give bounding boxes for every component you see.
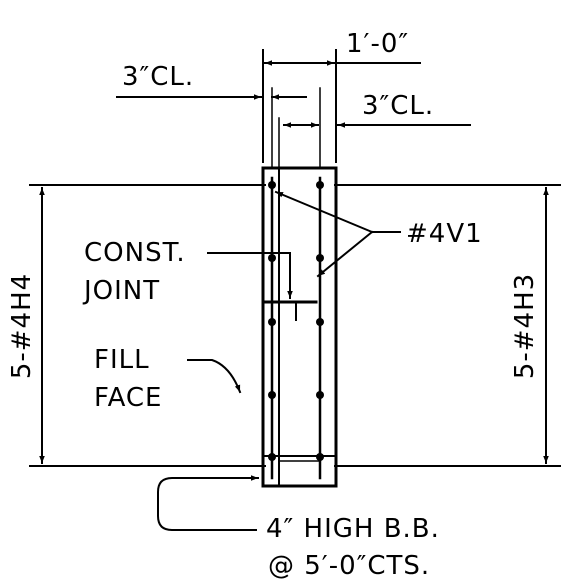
clear-cover-left-label: 3″CL. [122, 62, 195, 92]
dimension-wall-width-label: 1′-0″ [346, 29, 410, 59]
leader-bond-beam [157, 475, 259, 531]
leader-fill-face [187, 359, 242, 394]
wall-section-outline [261, 166, 338, 488]
fill-face-label-line2: FACE [94, 383, 163, 413]
leader-construction-joint [207, 252, 293, 299]
vertical-bars-label: #4V1 [406, 219, 483, 249]
bond-beam-note-line2: @ 5′-0″CTS. [268, 551, 431, 581]
leader-vertical-bars-upper [274, 190, 374, 234]
leader-vertical-bars-lower [316, 230, 374, 278]
bond-beam-note-line1: 4″ HIGH B.B. [266, 514, 440, 544]
construction-joint-label-line1: CONST. [84, 238, 186, 268]
clear-cover-right-label: 3″CL. [362, 91, 435, 121]
horizontal-bars-right [316, 181, 324, 461]
construction-joint-label-line2: JOINT [84, 276, 161, 306]
right-bars-label: 5-#4H3 [510, 272, 540, 380]
fill-face-label-line1: FILL [94, 345, 150, 375]
left-bars-label: 5-#4H4 [7, 272, 37, 380]
horizontal-bars-left [268, 181, 276, 461]
